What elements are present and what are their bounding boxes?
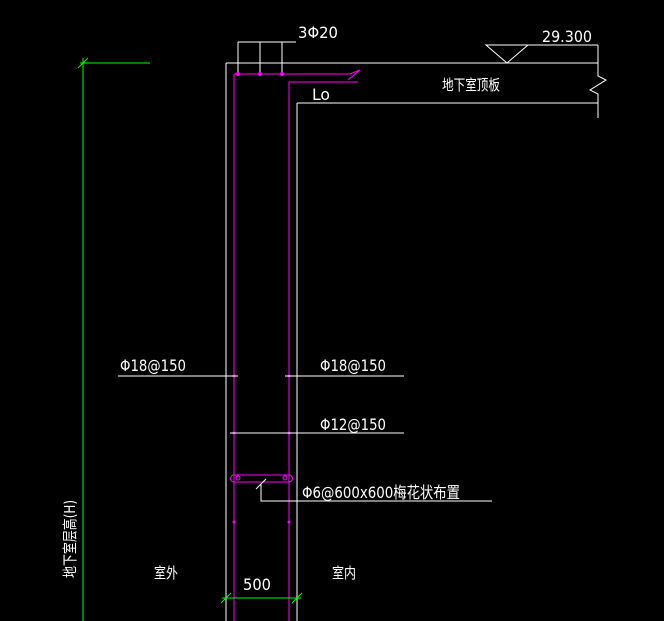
outer-vertical-label: Φ18@150	[120, 356, 186, 375]
inner-vertical-label: Φ18@150	[320, 356, 386, 375]
slab-name: 地下室顶板	[442, 76, 500, 94]
elevation-marker	[484, 44, 598, 64]
top-bars-callout	[237, 41, 296, 76]
inside-label: 室内	[332, 564, 356, 582]
rebar-dot	[258, 72, 262, 76]
tie-bars-label: Φ6@600x600梅花状布置	[302, 483, 460, 502]
anchorage-label: Lo	[312, 85, 330, 104]
wall-height-label: 地下室层高(H)	[61, 500, 79, 578]
thickness-dimension	[220, 592, 303, 604]
rebar-leaders	[118, 375, 492, 502]
rebar-dot	[236, 72, 240, 76]
top-bars-label: 3Φ20	[298, 23, 338, 42]
concrete-outline	[225, 45, 608, 621]
rebar-dot	[280, 72, 284, 76]
height-dimension	[77, 57, 150, 621]
outside-label: 室外	[154, 564, 178, 582]
slab-break-line	[588, 45, 608, 118]
horizontal-bars-label: Φ12@150	[320, 415, 386, 434]
tie-bar	[230, 474, 293, 483]
wall-thickness-label: 500	[243, 575, 271, 594]
rebar-layout	[230, 69, 361, 621]
slab-top-rebar	[234, 69, 361, 75]
inner-vertical-rebar	[288, 81, 358, 621]
elevation-text: 29.300	[542, 27, 592, 46]
